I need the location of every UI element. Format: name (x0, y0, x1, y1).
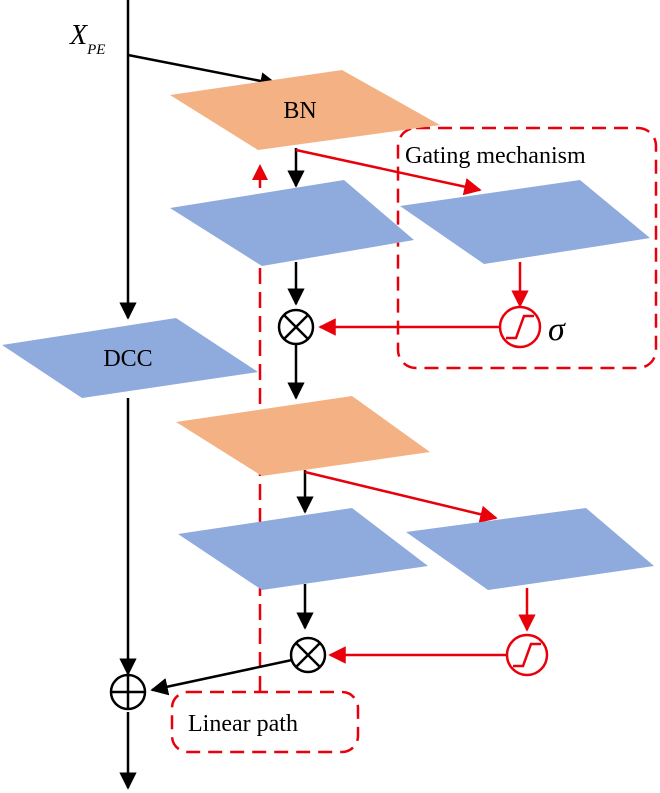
sigma-label: σ (548, 311, 566, 348)
lower-mult-to-sum-arrow (150, 658, 293, 696)
upper-main-blue-block (170, 180, 414, 266)
lower-gate-blue-block (406, 508, 654, 590)
gating-mechanism-box (396, 126, 658, 370)
bn-label: BN (283, 98, 316, 124)
bn-block (170, 70, 440, 150)
upper-gate-blue-block (400, 180, 650, 264)
input-subscript: PE (86, 42, 105, 58)
input-symbol: X (69, 20, 88, 51)
input-label: XPE (69, 20, 105, 58)
lower-main-blue-block (178, 508, 428, 590)
lower-multiply-icon (289, 636, 327, 674)
linear-path-box (170, 690, 360, 754)
dcc-label: DCC (103, 346, 152, 372)
upper-sigmoid-icon (498, 305, 542, 349)
upper-multiply-icon (277, 308, 315, 346)
lower-orange-block (176, 396, 430, 476)
input-to-bn-arrow (127, 53, 278, 90)
linear-path-label: Linear path (188, 711, 298, 737)
gating-mechanism-label: Gating mechanism (405, 143, 586, 169)
dcc-block (2, 318, 258, 398)
orange-to-lower-gate-arrow (304, 470, 498, 523)
sum-plus-icon (109, 673, 147, 711)
linear-path-arrowhead (252, 164, 268, 180)
lower-sigmoid-icon (505, 633, 549, 677)
bn-to-upper-gate-arrow (295, 148, 482, 196)
